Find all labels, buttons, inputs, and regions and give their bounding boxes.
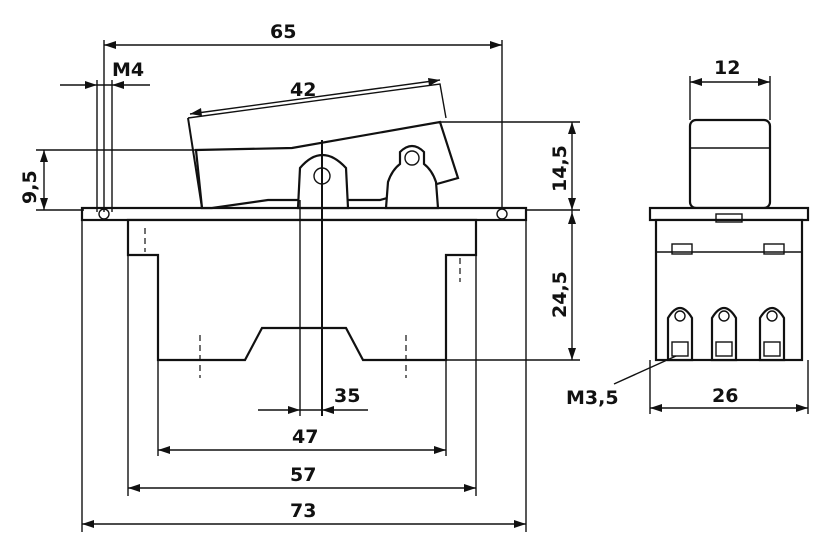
label-body-width: 57: [290, 464, 316, 486]
dim-arrow: [190, 108, 202, 116]
actuator-top-line: [187, 83, 447, 119]
terminal-right: [758, 306, 786, 362]
side-notch-center: [715, 213, 743, 223]
dim-line-42: [189, 79, 441, 115]
mount-hole-right: [496, 208, 508, 220]
dim-arrow: [568, 122, 576, 134]
dim-arrow: [322, 406, 334, 414]
label-actuator-length: 42: [290, 79, 316, 101]
label-plate-length: 73: [290, 500, 316, 522]
dim-arrow: [158, 446, 170, 454]
label-actuator-travel: 14,5: [549, 145, 571, 192]
dim-arrow: [690, 78, 702, 86]
dim-arrow: [434, 446, 446, 454]
dim-arrow: [112, 81, 124, 89]
dim-arrow: [128, 484, 140, 492]
front-view: 65 M4 42 9,5 14,5 24,5 35 47 57 73: [19, 21, 580, 532]
dim-arrow: [40, 198, 48, 210]
label-pitch-small: 35: [334, 385, 360, 407]
leader-m35: [613, 355, 677, 385]
terminal-left: [666, 306, 694, 362]
side-notch-left: [671, 243, 693, 255]
pivot-post-right: [384, 144, 440, 210]
switch-housing: [126, 218, 478, 362]
dim-arrow: [428, 78, 440, 86]
dim-arrow: [568, 212, 576, 224]
dim-arrow: [514, 520, 526, 528]
actuator-front: [187, 117, 203, 209]
side-notch-right: [763, 243, 785, 255]
dim-arrow: [40, 150, 48, 162]
dim-arrow: [568, 348, 576, 360]
dim-arrow: [568, 198, 576, 210]
label-overall-length: 65: [270, 21, 296, 43]
mounting-plate: [80, 206, 528, 222]
dim-arrow: [796, 404, 808, 412]
label-body-depth: 26: [712, 385, 738, 407]
dim-arrow: [288, 406, 300, 414]
side-actuator: [688, 118, 772, 210]
side-view: 12 M3,5 26: [566, 57, 810, 414]
dim-arrow: [82, 520, 94, 528]
dim-arrow: [464, 484, 476, 492]
dim-arrow: [758, 78, 770, 86]
label-terminal-thread: M3,5: [566, 387, 619, 409]
dim-arrow: [650, 404, 662, 412]
dim-arrow: [104, 41, 116, 49]
label-actuator-width: 12: [714, 57, 740, 79]
label-body-height: 24,5: [549, 271, 571, 318]
dim-arrow: [490, 41, 502, 49]
label-actuator-height: 9,5: [19, 170, 41, 204]
pivot-hole-right: [404, 150, 420, 166]
terminal-center: [710, 306, 738, 362]
label-pitch-medium: 47: [292, 426, 318, 448]
label-mounting-thread: M4: [112, 59, 144, 81]
dim-arrow: [85, 81, 97, 89]
